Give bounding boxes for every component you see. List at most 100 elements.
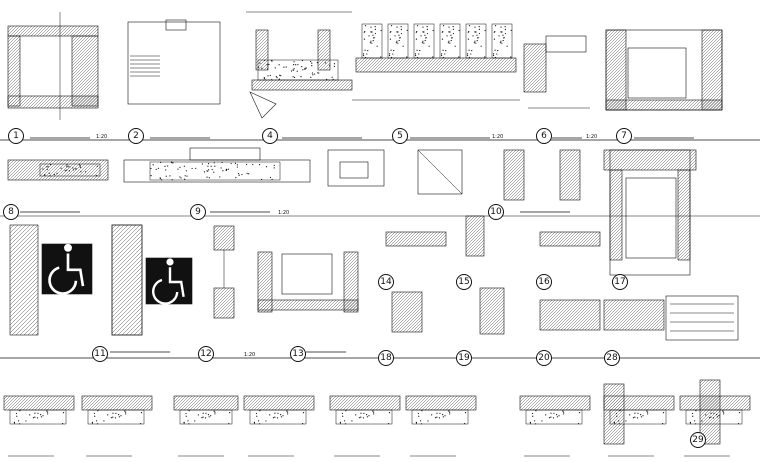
detail4-base-outline — [251, 79, 353, 91]
bottom-detail-8-gravel — [689, 410, 741, 425]
bottom-detail-4-gravel-outline — [335, 409, 393, 425]
detail1-floor-outline — [7, 95, 99, 109]
detail1-wall-right — [72, 36, 98, 106]
detail19-wall-outline — [479, 287, 505, 335]
detail10-wall — [504, 150, 524, 200]
detail11-wheelchair-icon-body — [66, 253, 85, 287]
detail5-layer-outline — [355, 57, 517, 73]
detail7-base-outline — [605, 99, 723, 111]
detail-number-7: 7 — [616, 128, 632, 144]
bottom-detail-6-layer — [520, 396, 590, 410]
detail12-base — [214, 288, 234, 318]
bottom-detail-3-gravel-outline — [249, 409, 307, 425]
detail8-fill — [42, 164, 98, 177]
detail-number-12: 12 — [198, 346, 214, 362]
detail-scale-5: 1:20 — [492, 134, 504, 140]
detail-number-9: 9 — [190, 204, 206, 220]
detail17-core — [625, 177, 677, 259]
detail9b-pit — [327, 149, 385, 187]
detail5-block-3-outline — [439, 23, 461, 59]
detail-number-14: 14 — [378, 274, 394, 290]
bottom-detail-5-layer — [406, 396, 476, 410]
detail13-base — [258, 300, 358, 310]
bottom-detail-7-gravel — [613, 410, 665, 425]
detail8-section — [8, 160, 108, 180]
detail19-wall — [480, 288, 504, 334]
detail5-block-5 — [492, 25, 512, 59]
bottom-detail-3-gravel — [253, 410, 305, 425]
detail11-post2 — [111, 224, 143, 336]
detail10-wall-outline — [503, 149, 525, 201]
detail18-wall-outline — [391, 291, 423, 333]
detail-number-5: 5 — [392, 128, 408, 144]
detail-number-1: 1 — [8, 128, 24, 144]
detail11-wheelchair-icon-head — [64, 243, 72, 252]
detail-number-18: 18 — [378, 350, 394, 366]
detail-number-20: 20 — [536, 350, 552, 366]
detail15-wall-outline — [465, 215, 485, 257]
detail5-block-0 — [362, 25, 382, 59]
detail7-wall-left — [606, 30, 626, 110]
detail7-pit — [627, 47, 687, 99]
detail9-gravel — [150, 161, 275, 181]
bottom-detail-2-layer — [174, 396, 238, 410]
bottom-detail-2-gravel-outline — [179, 409, 233, 425]
detail-number-4: 4 — [262, 128, 278, 144]
detail-number-2: 2 — [128, 128, 144, 144]
detail4-wall-left — [256, 30, 268, 70]
detail-scale-12: 1:20 — [244, 352, 256, 358]
detail11-post-outline — [9, 224, 39, 336]
detail15-wall — [466, 216, 484, 256]
detail1-floor — [8, 96, 98, 108]
detail9-outline — [123, 159, 311, 183]
detail17-wall-right — [678, 170, 690, 260]
detail11-wheelchair-icon-wheel — [48, 266, 78, 295]
detail1-slab-top-outline — [7, 25, 99, 37]
detail4-base — [252, 80, 352, 90]
detail16-section-outline — [539, 231, 601, 247]
detail6-wall — [524, 44, 546, 92]
detail11-wheelchair-icon-2-body — [168, 267, 185, 297]
detail11-post2-hatch — [112, 225, 142, 335]
detail2-plan-box — [127, 21, 221, 105]
detail-number-28: 28 — [604, 350, 620, 366]
detail-number-10: 10 — [488, 204, 504, 220]
detail2-tag — [165, 19, 187, 31]
bottom-detail-2-gravel — [183, 410, 231, 425]
detail13-wall-right-outline — [343, 251, 359, 313]
detail-number-8: 8 — [3, 204, 19, 220]
detail18-wall — [392, 292, 422, 332]
detail20-section-outline — [539, 299, 601, 331]
detail5-block-0-outline — [361, 23, 383, 59]
detail5-block-5-outline — [491, 23, 513, 59]
detail10-wall2-outline — [559, 149, 581, 201]
detail6-cap — [545, 35, 587, 53]
bottom-detail-5-gravel-outline — [411, 409, 469, 425]
bottom-detail-8-gravel-outline — [685, 409, 743, 425]
detail-scale-9: 1:20 — [278, 210, 290, 216]
detail9b-inner — [339, 161, 369, 179]
detail2-north-arrow — [249, 91, 277, 119]
detail11-post — [10, 225, 38, 335]
bottom-detail-8-layer — [680, 396, 750, 410]
detail-number-6: 6 — [536, 128, 552, 144]
detail28-plan — [665, 295, 739, 341]
detail4-wall-right — [318, 30, 330, 70]
detail1-wall-left-outline — [7, 35, 21, 107]
detail16-section — [540, 232, 600, 246]
detail9c-grate — [417, 149, 463, 195]
detail13-base-outline — [257, 299, 359, 311]
bottom-detail-0-layer — [4, 396, 74, 410]
detail5-block-4-outline — [465, 23, 487, 59]
detail17-wall-left — [610, 170, 622, 260]
detail20-section — [540, 300, 600, 330]
detail28-section — [604, 300, 664, 330]
detail13-wall-left-outline — [257, 251, 273, 313]
detail5-block-1 — [388, 25, 408, 59]
detail5-block-2-outline — [413, 23, 435, 59]
detail12-cap — [214, 226, 234, 250]
detail7-base — [606, 100, 722, 110]
detail7-wall-right — [702, 30, 722, 110]
detail9c-diag — [417, 149, 463, 195]
